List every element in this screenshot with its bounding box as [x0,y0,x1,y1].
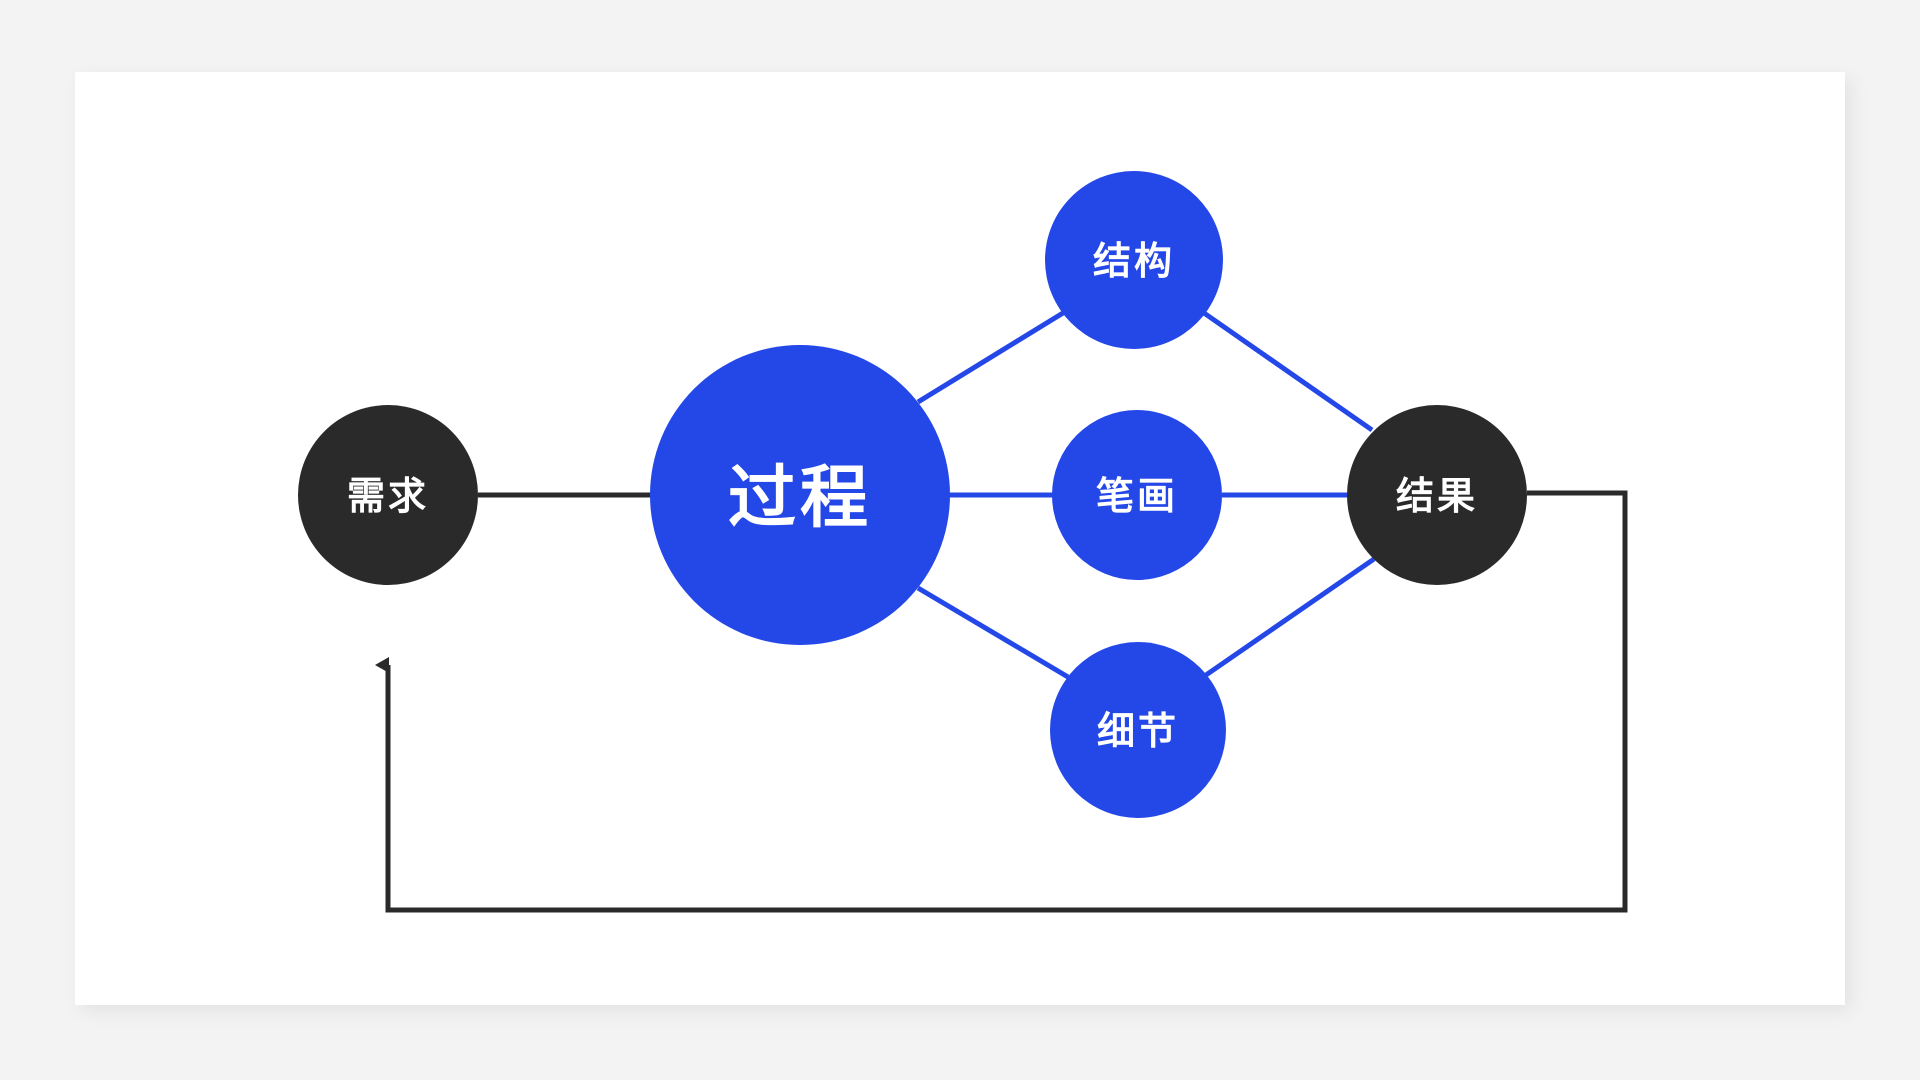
edge-process-detail [916,585,1070,680]
node-requirement[interactable]: 需求 [298,405,478,585]
edge-layer [375,310,1628,913]
node-requirement-label: 需求 [347,476,429,518]
node-detail-circle[interactable] [1050,642,1226,818]
node-process-label: 过程 [728,460,872,536]
edge-process-structure [916,310,1065,405]
node-structure[interactable]: 结构 [1045,171,1223,349]
node-detail[interactable]: 细节 [1050,642,1226,818]
node-result-label: 结果 [1396,476,1478,518]
edge-detail-result [1204,556,1376,678]
node-detail-label: 细节 [1097,711,1179,753]
node-result[interactable]: 结果 [1347,405,1527,585]
node-structure-label: 结构 [1093,241,1175,283]
edge-result-requirement-feedback [375,490,1628,913]
edge-structure-result [1202,310,1374,433]
node-stroke-label: 笔画 [1096,476,1178,518]
node-layer: 需求 过程 结构 笔画 细节 结果 [298,171,1527,818]
node-result-circle[interactable] [1347,405,1527,585]
node-stroke-circle[interactable] [1052,410,1222,580]
node-process[interactable]: 过程 [650,345,950,645]
node-stroke[interactable]: 笔画 [1052,410,1222,580]
node-process-circle[interactable] [650,345,950,645]
node-requirement-circle[interactable] [298,405,478,585]
node-structure-circle[interactable] [1045,171,1223,349]
